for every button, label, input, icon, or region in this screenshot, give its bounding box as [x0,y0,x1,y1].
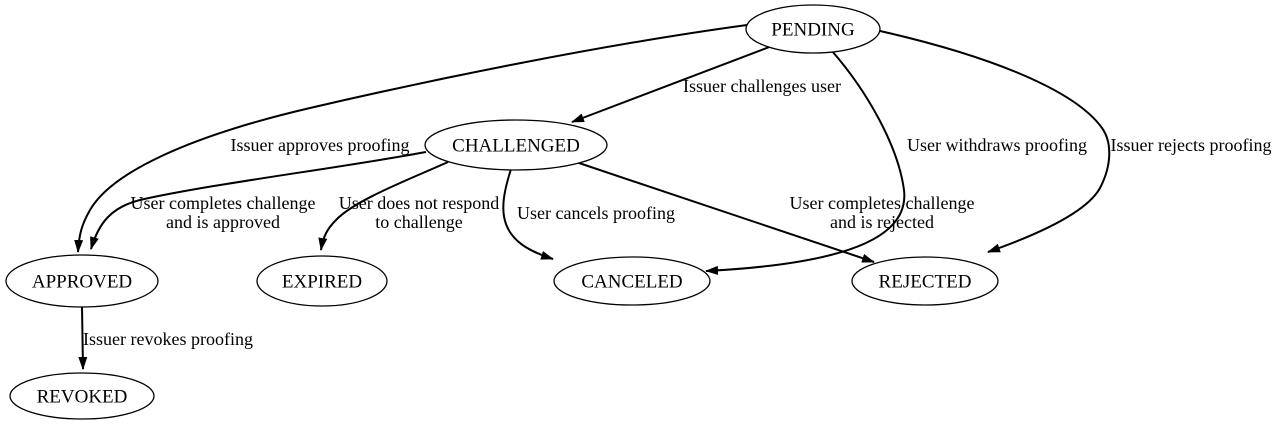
edge-label-pending-approved: Issuer approves proofing [231,135,410,155]
edge-label-challenged-rejected-line1: User completes challenge [790,193,975,213]
node-challenged: CHALLENGED [424,119,608,171]
node-revoked: REVOKED [9,372,155,420]
node-pending-ellipse [745,4,881,54]
edge-pending-rejected [879,30,1111,253]
edge-label-pending-rejected: Issuer rejects proofing [1111,135,1272,155]
edge-challenged-canceled [502,168,554,260]
node-approved-ellipse [5,254,159,308]
edge-pending-approved [74,24,748,253]
edge-approved-revoked [78,306,88,370]
node-expired: EXPIRED [256,255,388,307]
node-rejected-label: REJECTED [879,272,972,293]
edge-challenged-expired [318,161,449,251]
edge-label-challenged-expired-line2: to challenge [375,212,462,232]
node-rejected-ellipse [851,256,999,306]
edge-label-pending-challenged: Issuer challenges user [683,76,841,96]
node-revoked-label: REVOKED [37,387,128,408]
edges-layer [74,24,1111,370]
edge-label-challenged-rejected-line2: and is rejected [830,212,934,232]
node-challenged-ellipse [424,119,608,171]
node-expired-label: EXPIRED [282,272,362,293]
node-canceled-label: CANCELED [581,272,682,293]
node-rejected: REJECTED [851,256,999,306]
node-canceled: CANCELED [553,256,711,306]
node-canceled-ellipse [553,256,711,306]
edge-label-approved-revoked: Issuer revokes proofing [83,329,253,349]
edge-label-pending-canceled: User withdraws proofing [907,135,1087,155]
edge-challenged-approved [90,151,427,250]
node-revoked-ellipse [9,372,155,420]
nodes-layer: PENDING CHALLENGED APPROVED EXPIRED CANCELED… [5,4,999,420]
edge-label-challenged-approved-line2: and is approved [166,212,280,232]
edge-label-challenged-canceled: User cancels proofing [517,203,675,223]
node-pending-label: PENDING [771,20,855,41]
node-expired-ellipse [256,255,388,307]
node-pending: PENDING [745,4,881,54]
node-approved-label: APPROVED [32,272,132,293]
edge-pending-canceled [705,50,906,275]
node-challenged-label: CHALLENGED [452,136,580,157]
edge-label-challenged-approved-line1: User completes challenge [131,193,316,213]
edge-label-challenged-expired-line1: User does not respond [339,193,499,213]
node-approved: APPROVED [5,254,159,308]
edge-challenged-rejected [575,161,875,263]
edge-pending-challenged [571,45,773,123]
